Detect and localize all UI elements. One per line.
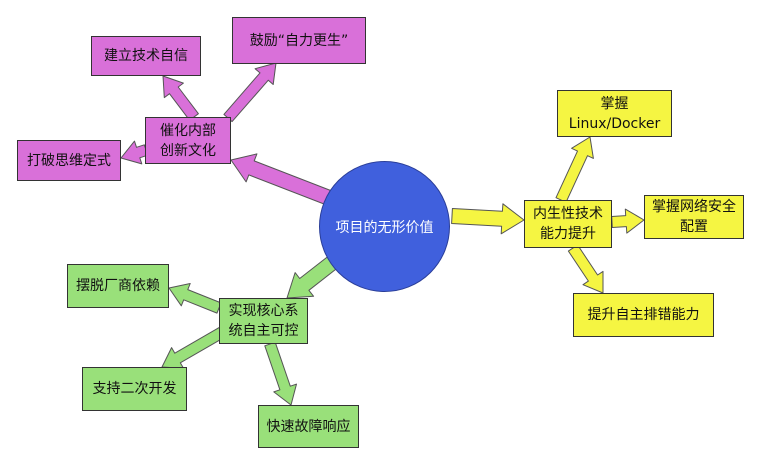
leaf-linux-docker: 掌握 Linux/Docker — [557, 90, 672, 137]
leaf-secondary-development: 支持二次开发 — [82, 367, 187, 411]
arrow-capability-to-netsec — [611, 208, 645, 234]
leaf-label: 快速故障响应 — [266, 418, 351, 435]
leaf-label: 建立技术自信 — [104, 48, 188, 64]
center-label: 项目的无形价值 — [335, 219, 434, 236]
leaf-label: 摆脱厂商依赖 — [76, 278, 160, 294]
hub-innovation-culture: 催化内部 创新文化 — [145, 117, 231, 164]
leaf-fault-response: 快速故障响应 — [258, 405, 359, 448]
arrow-culture-to-confidence — [162, 75, 199, 121]
leaf-network-security: 掌握网络安全 配置 — [644, 195, 744, 239]
leaf-self-reliance: 鼓励“自力更生” — [232, 17, 366, 64]
arrow-culture-to-selfreliance — [223, 62, 277, 123]
arrow-center-to-capability — [451, 203, 525, 235]
hub-label: 实现核心系 统自主可控 — [228, 303, 299, 339]
arrow-core-to-fault — [264, 341, 297, 406]
hub-core-system-control: 实现核心系 统自主可控 — [219, 298, 308, 344]
center-node: 项目的无形价值 — [319, 161, 450, 292]
leaf-tech-confidence: 建立技术自信 — [91, 36, 201, 76]
hub-label: 催化内部 创新文化 — [160, 122, 216, 159]
hub-label: 内生性技术 能力提升 — [533, 206, 603, 242]
arrow-core-to-vendor — [168, 283, 222, 314]
arrow-capability-to-linux — [555, 136, 594, 203]
leaf-label: 提升自主排错能力 — [587, 307, 700, 323]
leaf-vendor-independence: 摆脱厂商依赖 — [67, 264, 169, 308]
arrow-capability-to-troubleshoot — [567, 244, 604, 294]
leaf-label: 掌握 Linux/Docker — [568, 95, 661, 132]
hub-capability-improvement: 内生性技术 能力提升 — [524, 200, 612, 248]
arrow-center-to-culture — [230, 153, 341, 209]
leaf-label: 打破思维定式 — [27, 152, 111, 169]
arrow-center-to-corecontrol — [286, 255, 339, 299]
leaf-label: 支持二次开发 — [92, 381, 177, 397]
leaf-break-mindset: 打破思维定式 — [17, 140, 121, 181]
leaf-troubleshooting: 提升自主排错能力 — [573, 293, 714, 337]
arrow-culture-to-mindset — [120, 140, 149, 165]
leaf-label: 鼓励“自力更生” — [249, 32, 349, 49]
leaf-label: 掌握网络安全 配置 — [652, 199, 736, 235]
